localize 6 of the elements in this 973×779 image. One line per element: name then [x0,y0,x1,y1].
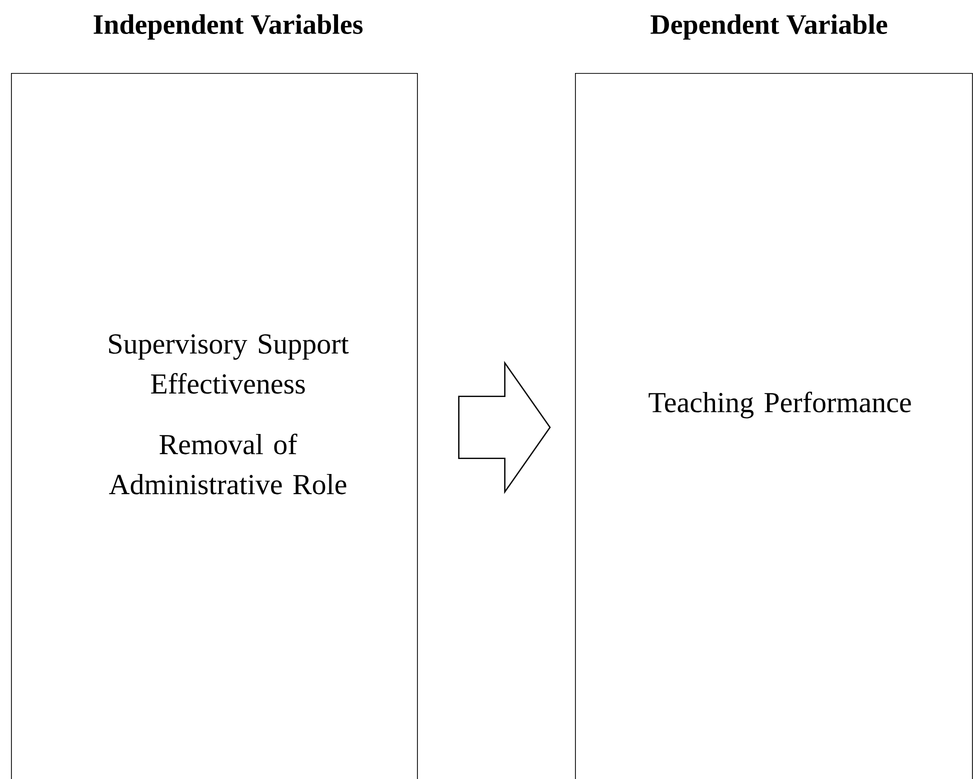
variable-label: Teaching Performance [648,392,911,418]
block-arrow [458,360,551,494]
heading: Dependent Variable [650,14,888,40]
variable-label: Supervisory Support Effectiveness [109,334,349,394]
heading: Independent Variables [94,14,363,40]
variable-label: Removal of Administrative Role [109,434,346,494]
